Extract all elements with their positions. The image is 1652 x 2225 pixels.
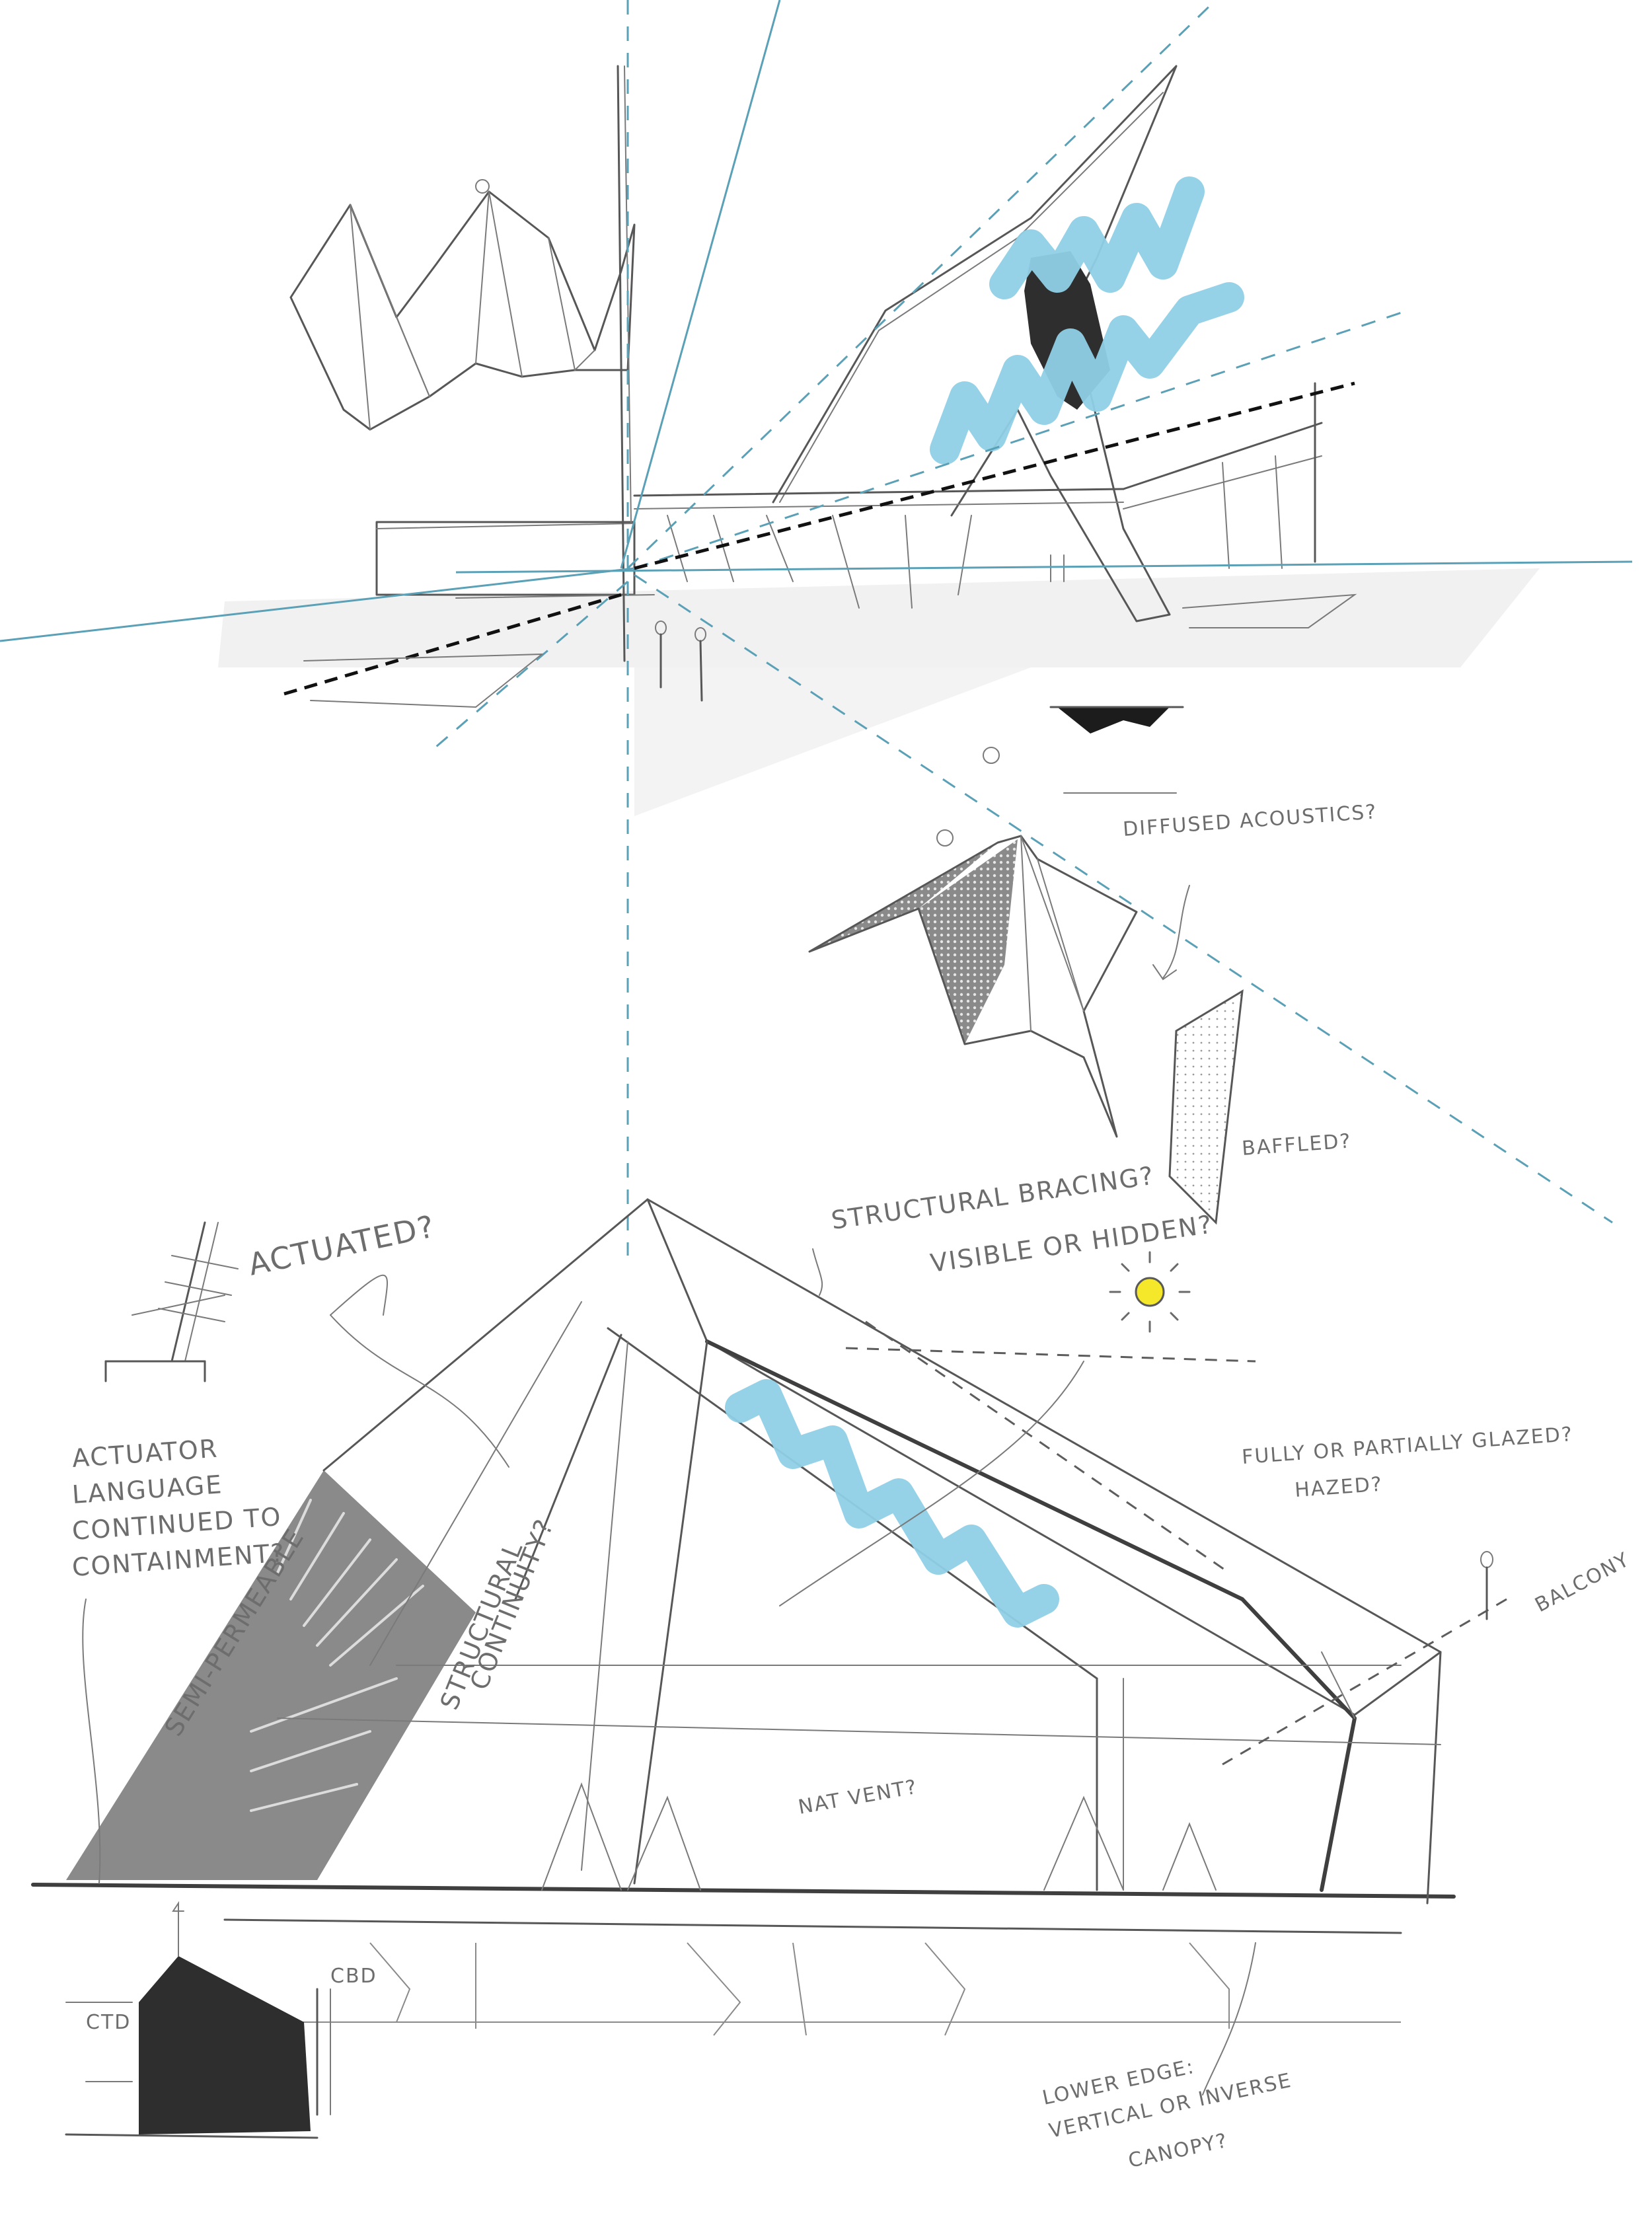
main-pavilion-sketch: STRUCTURAL BRACING? VISIBLE OR HIDDEN? A…	[31, 1161, 1634, 2173]
actuator-language-line2: LANGUAGE	[71, 1470, 224, 1509]
actuator-detail	[104, 1221, 389, 1382]
top-perspective-sketch	[0, 0, 1633, 1256]
sky-marker-main	[725, 1379, 1059, 1628]
ground-plane-lower	[634, 667, 1031, 816]
small-solid-wedge	[1057, 707, 1170, 734]
baffled-label: BAFFLED?	[1241, 1129, 1352, 1160]
hazed-label: HAZED?	[1294, 1473, 1384, 1502]
lower-edge-line3: CANOPY?	[1126, 2129, 1230, 2173]
colonnade	[633, 382, 1323, 609]
mini-section	[65, 1901, 331, 2139]
diffused-acoustics-label: DIFFUSED ACOUSTICS?	[1122, 800, 1378, 841]
ctd-label: CTD	[86, 2011, 131, 2034]
sky-marker-mid	[930, 282, 1244, 465]
sun-icon	[1109, 1251, 1191, 1333]
folded-shell-sketch	[289, 179, 636, 431]
reflection	[238, 1942, 1401, 2036]
actuated-label: ACTUATED?	[245, 1208, 438, 1283]
sky-marker-top	[989, 176, 1205, 299]
semi-permeable-panel	[66, 1470, 476, 1880]
baffle-panel	[1168, 989, 1244, 1225]
human-figures	[655, 554, 1065, 702]
detail-sketches: DIFFUSED ACOUSTICS? BAFFLED?	[808, 706, 1378, 1225]
visible-or-hidden-label: VISIBLE OR HIDDEN?	[928, 1209, 1215, 1278]
actuator-language-line1: ACTUATOR	[71, 1434, 219, 1473]
nat-vent-label: NAT VENT?	[796, 1776, 919, 1819]
low-box-building	[375, 521, 655, 599]
actuator-language-line3: CONTINUED TO	[71, 1502, 283, 1546]
fully-glazed-label: FULLY OR PARTIALLY GLAZED?	[1241, 1423, 1574, 1469]
mini-solid-panel	[139, 1956, 311, 2134]
ground-plane	[218, 568, 1540, 667]
pleat-dotted-right	[919, 839, 1018, 1044]
balcony-label: BALCONY	[1531, 1548, 1633, 1617]
cbd-label: CBD	[330, 1965, 377, 1988]
